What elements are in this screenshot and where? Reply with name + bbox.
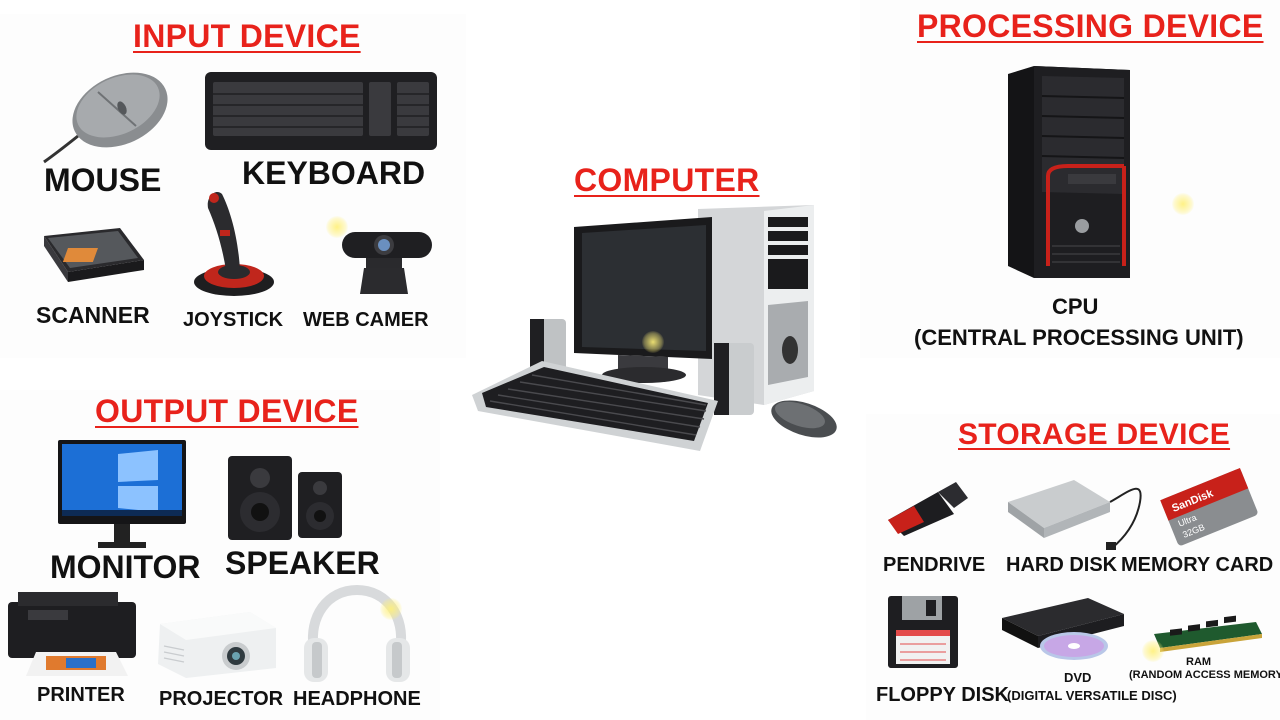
computer-image: [472, 205, 837, 451]
dvd-full-label: (DIGITAL VERSATILE DISC): [1007, 688, 1177, 703]
webcam-label: WEB CAMER: [303, 309, 429, 331]
input-device-title: INPUT DEVICE: [133, 18, 361, 54]
floppy-label: FLOPPY DISK: [876, 684, 1009, 706]
dvd-image: [1002, 598, 1124, 660]
computer-title: COMPUTER: [574, 162, 760, 198]
storage-device-title: STORAGE DEVICE: [958, 418, 1231, 451]
harddisk-image: [1008, 480, 1142, 550]
mouse-image: [43, 72, 168, 164]
monitor-image: [58, 440, 186, 548]
ram-full-label: (RANDOM ACCESS MEMORY): [1129, 669, 1280, 681]
printer-label: PRINTER: [37, 684, 125, 706]
keyboard-image: [205, 72, 437, 150]
speaker-label: SPEAKER: [225, 545, 380, 581]
memorycard-image: SanDisk Ultra 32GB: [1160, 468, 1258, 546]
joystick-label: JOYSTICK: [183, 309, 284, 331]
input-device-panel: [0, 14, 466, 358]
keyboard-label: KEYBOARD: [242, 155, 426, 191]
floppy-image: [888, 596, 958, 668]
cursor-highlight: [642, 331, 664, 353]
harddisk-label: HARD DISK: [1006, 554, 1118, 576]
scanner-label: SCANNER: [36, 302, 150, 328]
monitor-label: MONITOR: [50, 549, 201, 585]
projector-image: [158, 612, 276, 678]
speaker-image: [228, 456, 342, 540]
headphone-image: [304, 584, 410, 682]
storage-device-panel: [866, 414, 1280, 720]
pendrive-image: [888, 482, 968, 536]
cpu-label: CPU: [1052, 294, 1099, 319]
ram-image: [1154, 615, 1262, 652]
headphone-label: HEADPHONE: [293, 688, 421, 710]
webcam-image: [342, 232, 432, 294]
pendrive-label: PENDRIVE: [883, 554, 986, 576]
memorycard-label: MEMORY CARD: [1121, 554, 1274, 576]
output-device-title: OUTPUT DEVICE: [95, 393, 359, 429]
cursor-highlight: [326, 216, 348, 238]
cpu-image: [1008, 66, 1130, 278]
dvd-label: DVD: [1064, 670, 1092, 685]
cursor-highlight: [1172, 193, 1194, 215]
printer-image: [8, 592, 136, 676]
cpu-full-label: (CENTRAL PROCESSING UNIT): [914, 325, 1244, 350]
projector-label: PROJECTOR: [159, 688, 284, 710]
cursor-highlight: [380, 598, 402, 620]
scanner-image: [44, 228, 144, 282]
ram-label: RAM: [1186, 656, 1212, 668]
joystick-image: [194, 191, 274, 296]
processing-device-title: PROCESSING DEVICE: [917, 8, 1264, 44]
mouse-label: MOUSE: [44, 162, 162, 198]
cursor-highlight: [1142, 640, 1164, 662]
